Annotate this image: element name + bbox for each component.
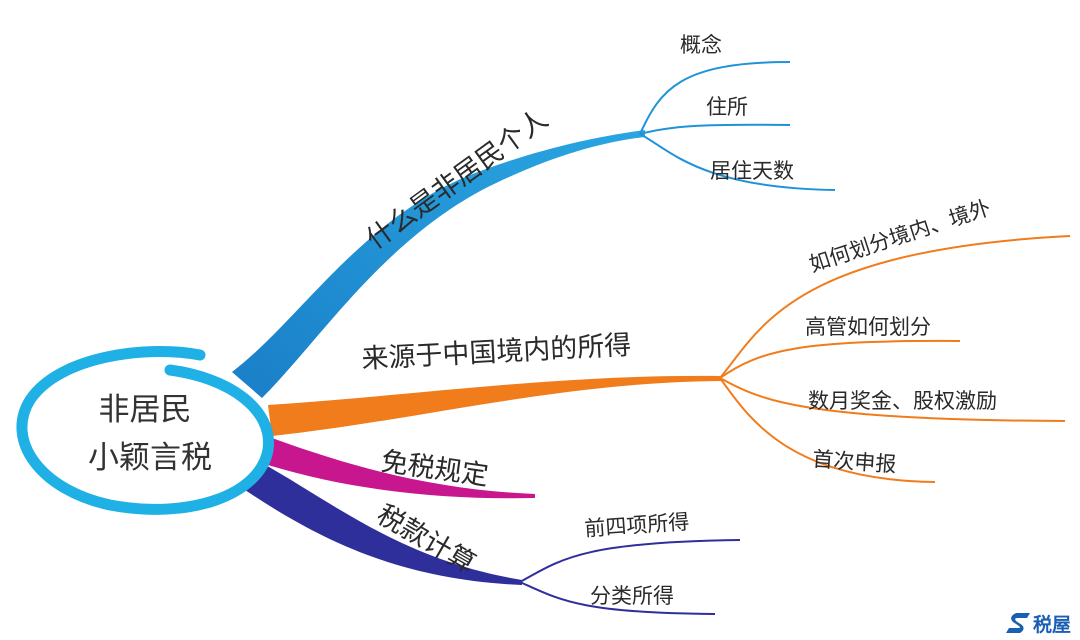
central-ring xyxy=(16,345,275,515)
branch-stem xyxy=(232,130,645,398)
node-domestic-foreign[interactable]: 如何划分境内、境外 xyxy=(806,196,993,277)
branch-tax-calculation: 税款计算 前四项所得 分类所得 xyxy=(245,462,741,615)
node-executive[interactable]: 高管如何划分 xyxy=(805,315,931,339)
logo-s-icon xyxy=(1006,613,1030,633)
logo-text: 税屋 xyxy=(1033,613,1071,636)
node-concept[interactable]: 概念 xyxy=(680,33,722,57)
node-categorized-income[interactable]: 分类所得 xyxy=(590,584,674,608)
branch-exemptions: 免税规定 xyxy=(268,438,535,499)
watermark-logo: 税屋 xyxy=(1006,613,1071,636)
sub-lines xyxy=(639,61,836,191)
node-bonus-equity[interactable]: 数月奖金、股权激励 xyxy=(808,389,997,413)
node-first-four-income[interactable]: 前四项所得 xyxy=(584,510,690,541)
branch-stem xyxy=(268,438,535,499)
central-topic[interactable]: 非居民 小颖言税 xyxy=(16,345,275,515)
node-first-filing[interactable]: 首次申报 xyxy=(812,447,897,477)
branch-stem xyxy=(268,375,722,436)
node-days[interactable]: 居住天数 xyxy=(710,159,794,183)
sub-lines xyxy=(719,235,1071,483)
branch-stem xyxy=(245,462,522,585)
branch-label: 来源于中国境内的所得 xyxy=(361,330,632,375)
node-residence[interactable]: 住所 xyxy=(706,95,748,119)
central-title-line2: 小颖言税 xyxy=(88,440,212,476)
branch-label: 什么是非居民个人 xyxy=(361,104,554,256)
central-title-line1: 非居民 xyxy=(99,392,192,428)
sub-lines xyxy=(519,539,741,615)
